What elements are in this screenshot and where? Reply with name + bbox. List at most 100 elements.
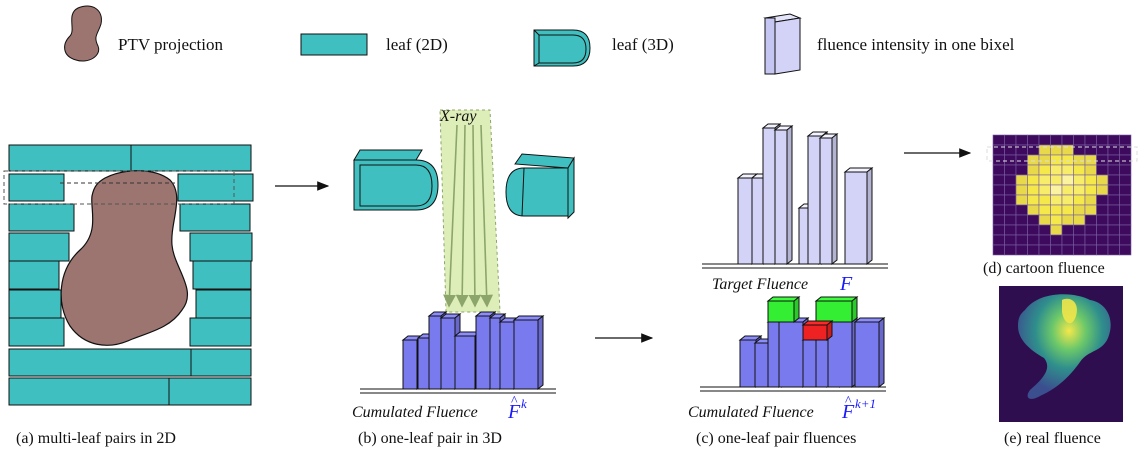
- cartoon-cell: [992, 194, 1005, 206]
- cartoon-cell: [1073, 204, 1086, 216]
- cartoon-cell: [1027, 174, 1040, 186]
- cartoon-cell: [1038, 134, 1051, 146]
- cartoon-cell: [1119, 214, 1132, 226]
- cartoon-cell: [1038, 174, 1051, 186]
- cartoon-cell: [1050, 154, 1063, 166]
- cartoon-cell: [1096, 134, 1109, 146]
- cartoon-cell: [1073, 184, 1086, 196]
- cartoon-cell: [1096, 184, 1109, 196]
- cartoon-cell: [1050, 194, 1063, 206]
- cartoon-cell: [992, 224, 1005, 236]
- cartoon-cell: [1084, 184, 1097, 196]
- cartoon-fluence-grid: [992, 134, 1132, 256]
- caption-c: (c) one-leaf pair fluences: [696, 430, 856, 447]
- cumulated-fluence-k-symbol: F: [507, 401, 521, 423]
- cartoon-cell: [1050, 204, 1063, 216]
- cumulated-fluence-k-label: Cumulated Fluence: [352, 404, 478, 421]
- cartoon-cell: [1096, 214, 1109, 226]
- cartoon-cell: [1038, 194, 1051, 206]
- cartoon-cell: [1038, 164, 1051, 176]
- cartoon-cell: [1119, 134, 1132, 146]
- cartoon-cell: [1061, 244, 1074, 256]
- cartoon-cell: [1015, 174, 1028, 186]
- cartoon-cell: [1073, 244, 1086, 256]
- cumulated-fluence-k1-bars: [738, 295, 886, 389]
- real-fluence-heatmap: [1018, 294, 1111, 399]
- bixel-legend-icon: [763, 13, 802, 75]
- cartoon-cell: [1015, 234, 1028, 246]
- cartoon-cell: [1027, 134, 1040, 146]
- increase-block-1: [766, 295, 801, 324]
- cartoon-cell: [1004, 234, 1017, 246]
- cartoon-cell: [1073, 154, 1086, 166]
- cumulated-bar-9: [512, 314, 545, 391]
- cartoon-cell: [1061, 204, 1074, 216]
- xray-beam: [439, 109, 501, 313]
- cartoon-cell: [1027, 234, 1040, 246]
- cartoon-cell: [1119, 194, 1132, 206]
- cartoon-cell: [1027, 164, 1040, 176]
- selected-leaf-pair-box: [3, 170, 235, 205]
- cartoon-cell: [1015, 204, 1028, 216]
- cartoon-cell: [1015, 214, 1028, 226]
- panel-d-cartoon-fluence: (d) cartoon fluence: [983, 134, 1138, 277]
- cartoon-cell: [1050, 244, 1063, 256]
- cartoon-cell: [1096, 174, 1109, 186]
- cartoon-cell: [1084, 164, 1097, 176]
- cartoon-cell: [1004, 194, 1017, 206]
- cartoon-cell: [1119, 204, 1132, 216]
- cartoon-cell: [1107, 214, 1120, 226]
- cartoon-cell: [1084, 204, 1097, 216]
- cartoon-cell: [1038, 244, 1051, 256]
- caption-a: (a) multi-leaf pairs in 2D: [16, 430, 176, 447]
- cartoon-cell: [1038, 224, 1051, 236]
- cartoon-cell: [1004, 154, 1017, 166]
- target-bar-7: [818, 132, 839, 266]
- cartoon-cell: [1027, 154, 1040, 166]
- cartoon-cell: [1107, 184, 1120, 196]
- cartoon-cell: [1004, 224, 1017, 236]
- cartoon-cell: [1027, 204, 1040, 216]
- cartoon-cell: [1073, 194, 1086, 206]
- cartoon-cell: [1027, 224, 1040, 236]
- cartoon-cell: [992, 174, 1005, 186]
- panel-c-one-leaf-pair-fluences: Target Fluence F Cumulated Fluence F ^ k…: [688, 122, 888, 447]
- cartoon-cell: [1084, 244, 1097, 256]
- cartoon-cell: [1027, 194, 1040, 206]
- cartoon-cell: [1015, 134, 1028, 146]
- target-fluence-bars: [736, 122, 874, 266]
- cartoon-cell: [1015, 184, 1028, 196]
- cartoon-cell: [1119, 154, 1132, 166]
- cartoon-cell: [1038, 234, 1051, 246]
- right-leaf-3d: [505, 153, 575, 220]
- cartoon-cell: [1050, 224, 1063, 236]
- cartoon-cell: [1119, 224, 1132, 236]
- ptv-legend-icon: [64, 5, 102, 62]
- legend-leaf2d-label: leaf (2D): [386, 35, 448, 54]
- cartoon-cell: [1038, 214, 1051, 226]
- increase-block-2: [814, 295, 859, 324]
- cartoon-cell: [1061, 154, 1074, 166]
- ptv-shape: [60, 170, 188, 346]
- svg-text:^: ^: [511, 394, 518, 409]
- cartoon-cell: [1027, 244, 1040, 256]
- cartoon-cell: [992, 134, 1005, 146]
- legend: PTV projection leaf (2D) leaf (3D) fluen…: [64, 5, 1015, 75]
- cartoon-cell: [1107, 174, 1120, 186]
- cartoon-cell: [992, 154, 1005, 166]
- cartoon-cell: [1061, 194, 1074, 206]
- selected-row-box: [986, 146, 1138, 162]
- caption-b: (b) one-leaf pair in 3D: [358, 430, 502, 447]
- cartoon-cell: [1073, 224, 1086, 236]
- cartoon-cell: [1004, 244, 1017, 256]
- cartoon-cell: [1084, 234, 1097, 246]
- cartoon-cell: [1084, 174, 1097, 186]
- cartoon-cell: [1061, 184, 1074, 196]
- cartoon-cell: [1073, 214, 1086, 226]
- cartoon-cell: [1015, 154, 1028, 166]
- cartoon-cell: [1038, 154, 1051, 166]
- cartoon-cell: [1084, 154, 1097, 166]
- cartoon-cell: [1096, 194, 1109, 206]
- cartoon-cell: [1004, 174, 1017, 186]
- cartoon-cell: [1015, 244, 1028, 256]
